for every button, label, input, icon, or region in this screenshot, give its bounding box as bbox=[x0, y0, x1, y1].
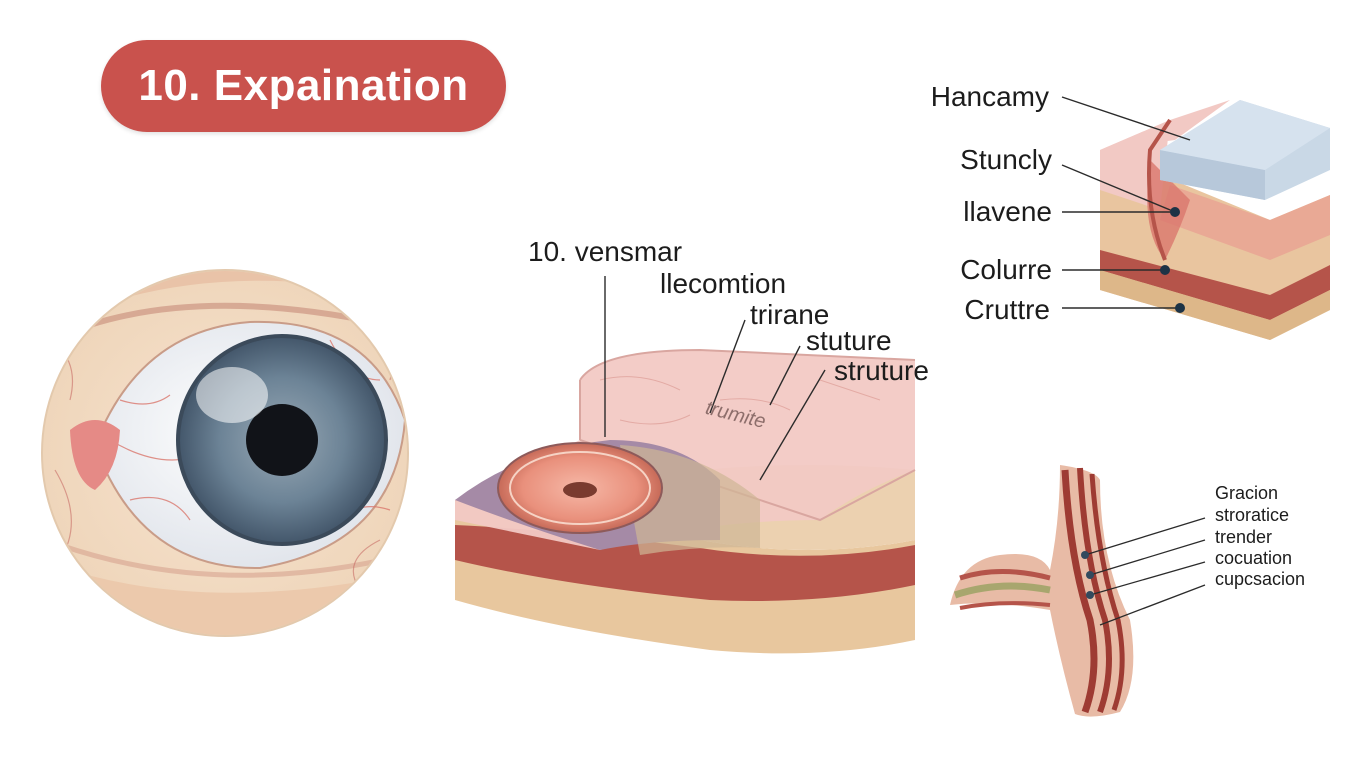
layer-block-illustration bbox=[1100, 100, 1330, 340]
fiber-label-4: cocuation bbox=[1215, 548, 1293, 568]
tissue-block-illustration bbox=[455, 348, 916, 654]
center-label-5: struture bbox=[834, 355, 929, 386]
center-label-3: trirane bbox=[750, 299, 830, 330]
fiber-illustration bbox=[950, 465, 1134, 717]
top-right-label-5: Cruttre bbox=[964, 294, 1050, 325]
fiber-label-5: cupcsacion bbox=[1215, 569, 1306, 589]
fiber-label-3: trender bbox=[1215, 527, 1273, 547]
fiber-label-2: stroratice bbox=[1215, 505, 1290, 525]
fiber-marker-dots bbox=[1081, 551, 1094, 599]
fiber-label-1: Gracion bbox=[1215, 483, 1279, 503]
center-label-4: stuture bbox=[806, 325, 892, 356]
top-right-marker-dots bbox=[1160, 207, 1185, 313]
top-right-label-2: Stuncly bbox=[960, 144, 1052, 175]
top-right-label-3: llavene bbox=[963, 196, 1052, 227]
top-right-label-1: Hancamy bbox=[930, 81, 1049, 112]
center-label-1: 10. vensmar bbox=[528, 236, 683, 267]
top-right-leader-lines bbox=[1061, 96, 1191, 309]
center-leader-lines bbox=[604, 276, 826, 481]
fiber-leader-lines bbox=[1084, 517, 1206, 626]
top-right-label-4: Colurre bbox=[960, 254, 1052, 285]
center-label-2: llecomtion bbox=[660, 268, 787, 299]
title-badge: 10. Expaination bbox=[101, 40, 506, 132]
eye-illustration bbox=[41, 269, 409, 637]
title-badge-text: 10. Expaination bbox=[138, 61, 469, 110]
